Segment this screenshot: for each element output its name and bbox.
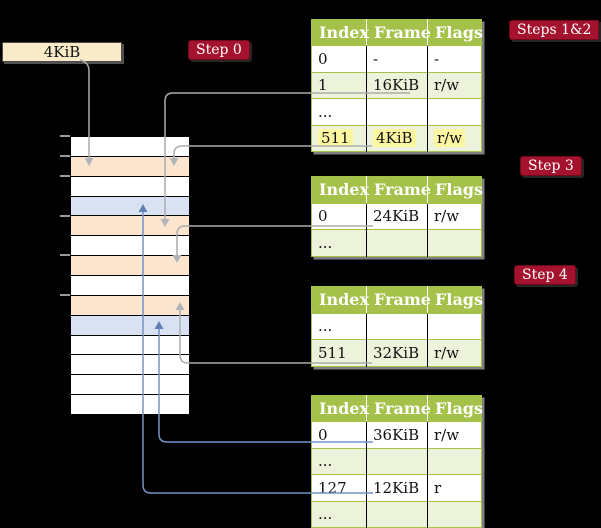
table-cell: 36KiB [366,421,428,449]
table-row: ... [311,229,482,257]
memory-frame-row-white [71,176,189,197]
step3-badge: Step 3 [520,156,582,176]
table-cell [427,312,482,340]
physical-memory-column [70,136,190,415]
frame-boundary-tick [60,175,70,177]
memory-frame-row-peach [71,256,189,277]
highlighted-value: 511 [318,129,353,148]
table-cell: 1 [311,71,367,99]
table-cell: ... [311,98,367,126]
table-cell: 32KiB [366,339,428,367]
step4-badge: Step 4 [514,265,576,285]
highlighted-value: r/w [434,129,466,148]
table-cell: r/w [427,202,482,230]
memory-frame-row-blue [71,315,189,336]
column-header-index: Index [311,19,369,47]
frame-size-label: 4KiB [43,43,81,61]
table-row: 511 4KiB r/w [311,124,482,152]
table-cell [366,229,428,257]
table-cell [427,500,482,528]
table-row: ... [311,447,482,475]
column-header-flags: Flags [427,395,483,423]
table-cell: 127 [311,474,367,502]
table-cell: 16KiB [366,71,428,99]
table-cell: 24KiB [366,202,428,230]
table-cell [427,229,482,257]
frame-boundary-tick [60,135,70,137]
memory-frame-row-white [71,395,189,415]
frame-boundary-tick [60,155,70,157]
column-header-index: Index [311,176,369,204]
column-header-index: Index [311,395,369,423]
table-cell: ... [311,312,367,340]
table-row: ... [311,312,482,340]
table-cell: 0 [311,202,367,230]
memory-frame-row-white [71,236,189,257]
table-cell: 4KiB [366,124,428,152]
table-cell: 511 [311,124,367,152]
table-cell [366,447,428,475]
table-cell: r [427,474,482,502]
frame-boundary-tick [60,254,70,256]
column-header-frame: Frame [366,395,431,423]
column-header-frame: Frame [366,286,431,314]
table-cell: r/w [427,71,482,99]
memory-frame-row-white [71,137,189,157]
table-cell: 12KiB [366,474,428,502]
memory-frame-row-white [71,355,189,376]
memory-frame-row-peach [71,216,189,237]
table-row: ... [311,500,482,528]
table-cell: 0 [311,45,367,73]
table-cell [366,500,428,528]
memory-frame-row-peach [71,295,189,316]
table-cell: r/w [427,124,482,152]
table-cell: 0 [311,421,367,449]
memory-frame-row-white [71,335,189,356]
memory-frame-row-white [71,276,189,296]
table-cell [366,312,428,340]
column-header-flags: Flags [427,19,483,47]
table-cell: r/w [427,421,482,449]
column-header-flags: Flags [427,286,483,314]
table-cell [427,447,482,475]
step0-badge: Step 0 [188,40,250,60]
table-cell: - [366,45,428,73]
column-header-frame: Frame [366,19,431,47]
table-cell [366,98,428,126]
column-header-frame: Frame [366,176,431,204]
table-row: ... [311,98,482,126]
table-cell: ... [311,229,367,257]
table-cell: 511 [311,339,367,367]
column-header-flags: Flags [427,176,483,204]
column-header-index: Index [311,286,369,314]
memory-frame-row-peach [71,156,189,177]
table-cell: r/w [427,339,482,367]
memory-frame-row-white [71,375,189,396]
frame-boundary-tick [60,215,70,217]
table-cell [427,98,482,126]
frame-size-box: 4KiB [2,42,122,62]
table-cell: ... [311,447,367,475]
table-row: 0-- [311,45,482,73]
memory-frame-row-blue [71,196,189,217]
table-cell: ... [311,500,367,528]
table-cell: - [427,45,482,73]
highlighted-value: 4KiB [373,129,416,148]
steps-1-2-badge: Steps 1&2 [509,20,600,40]
frame-boundary-tick [60,294,70,296]
